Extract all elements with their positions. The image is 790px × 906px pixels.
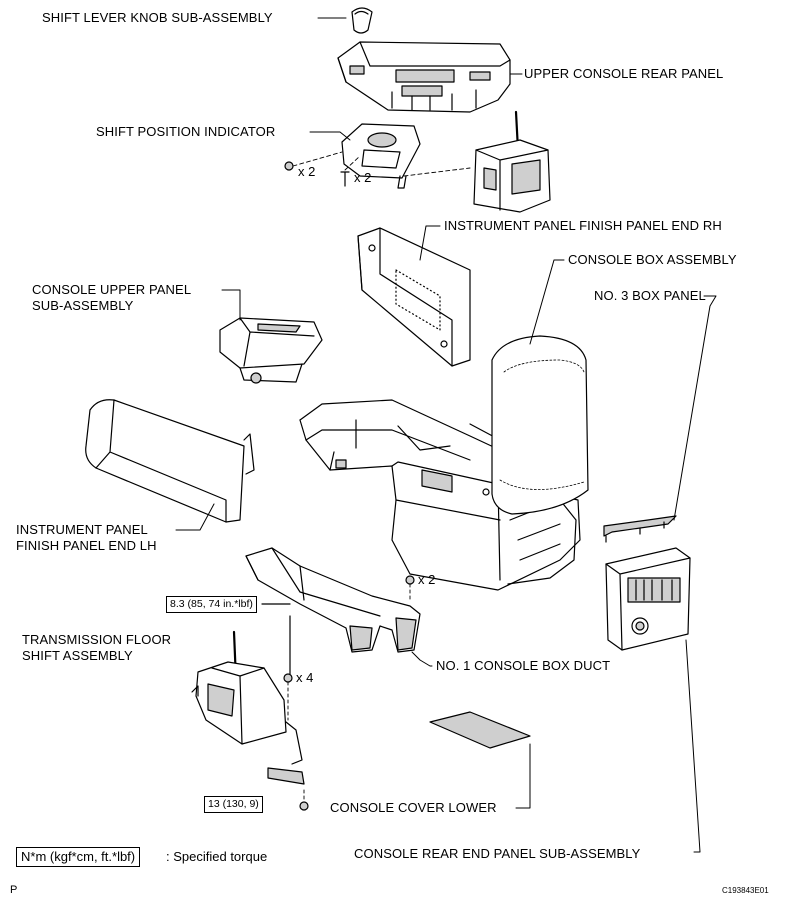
legend-torque-unit-box: N*m (kgf*cm, ft.*lbf) <box>16 847 141 867</box>
finish-panel-end-lh-part <box>85 399 255 523</box>
label-no1-console-box-duct: NO. 1 CONSOLE BOX DUCT <box>436 658 611 673</box>
qty-indicator-clip: x 2 <box>354 170 372 185</box>
shift-lever-mechanism-part <box>473 110 551 213</box>
console-rear-end-panel-part <box>605 547 691 651</box>
label-console-rear-end-panel: CONSOLE REAR END PANEL SUB-ASSEMBLY <box>354 846 641 861</box>
label-shift-position-indicator: SHIFT POSITION INDICATOR <box>96 124 276 139</box>
label-finish-panel-end-rh: INSTRUMENT PANEL FINISH PANEL END RH <box>444 218 722 233</box>
legend-specified-torque-text: : Specified torque <box>166 849 268 864</box>
label-upper-console-rear-panel: UPPER CONSOLE REAR PANEL <box>524 66 724 81</box>
label-no3-box-panel: NO. 3 BOX PANEL <box>594 288 706 303</box>
label-console-box-assembly: CONSOLE BOX ASSEMBLY <box>568 252 737 267</box>
transmission-fasteners <box>261 603 309 811</box>
label-finish-panel-end-lh-line2: FINISH PANEL END LH <box>16 538 157 553</box>
leader-lines <box>175 17 717 853</box>
transmission-floor-shift-assembly-part <box>191 630 303 765</box>
shift-knob-part <box>351 7 373 34</box>
qty-indicator-screw: x 2 <box>298 164 316 179</box>
footer-page-mark: P <box>10 884 18 896</box>
torque-transmission-bolt: 8.3 (85, 74 in.*lbf) <box>166 596 257 613</box>
qty-duct-screw: x 2 <box>418 572 436 587</box>
no1-console-box-duct-part <box>245 547 421 653</box>
console-cover-lower-part <box>429 711 531 749</box>
duct-screw <box>405 575 415 601</box>
label-transmission-floor-line2: SHIFT ASSEMBLY <box>22 648 133 663</box>
label-console-upper-panel-line1: CONSOLE UPPER PANEL <box>32 282 192 297</box>
indicator-fasteners <box>284 151 471 187</box>
label-console-upper-panel-line2: SUB-ASSEMBLY <box>32 298 134 313</box>
label-shift-lever-knob: SHIFT LEVER KNOB SUB-ASSEMBLY <box>42 10 273 25</box>
no3-box-panel-part <box>603 515 677 543</box>
label-console-cover-lower: CONSOLE COVER LOWER <box>330 800 497 815</box>
console-box-lid-part <box>491 335 589 515</box>
torque-transmission-nut: 13 (130, 9) <box>204 796 263 813</box>
shift-position-indicator-part <box>341 123 421 189</box>
label-finish-panel-end-lh-line1: INSTRUMENT PANEL <box>16 522 148 537</box>
qty-transmission-bolt: x 4 <box>296 670 314 685</box>
label-transmission-floor-line1: TRANSMISSION FLOOR <box>22 632 172 647</box>
console-box-assembly-part <box>299 399 581 591</box>
console-upper-panel-part <box>219 317 323 384</box>
upper-console-rear-panel-part <box>337 41 511 113</box>
footer-figure-code: C193843E01 <box>722 886 769 895</box>
finish-panel-end-rh-part <box>357 227 471 367</box>
